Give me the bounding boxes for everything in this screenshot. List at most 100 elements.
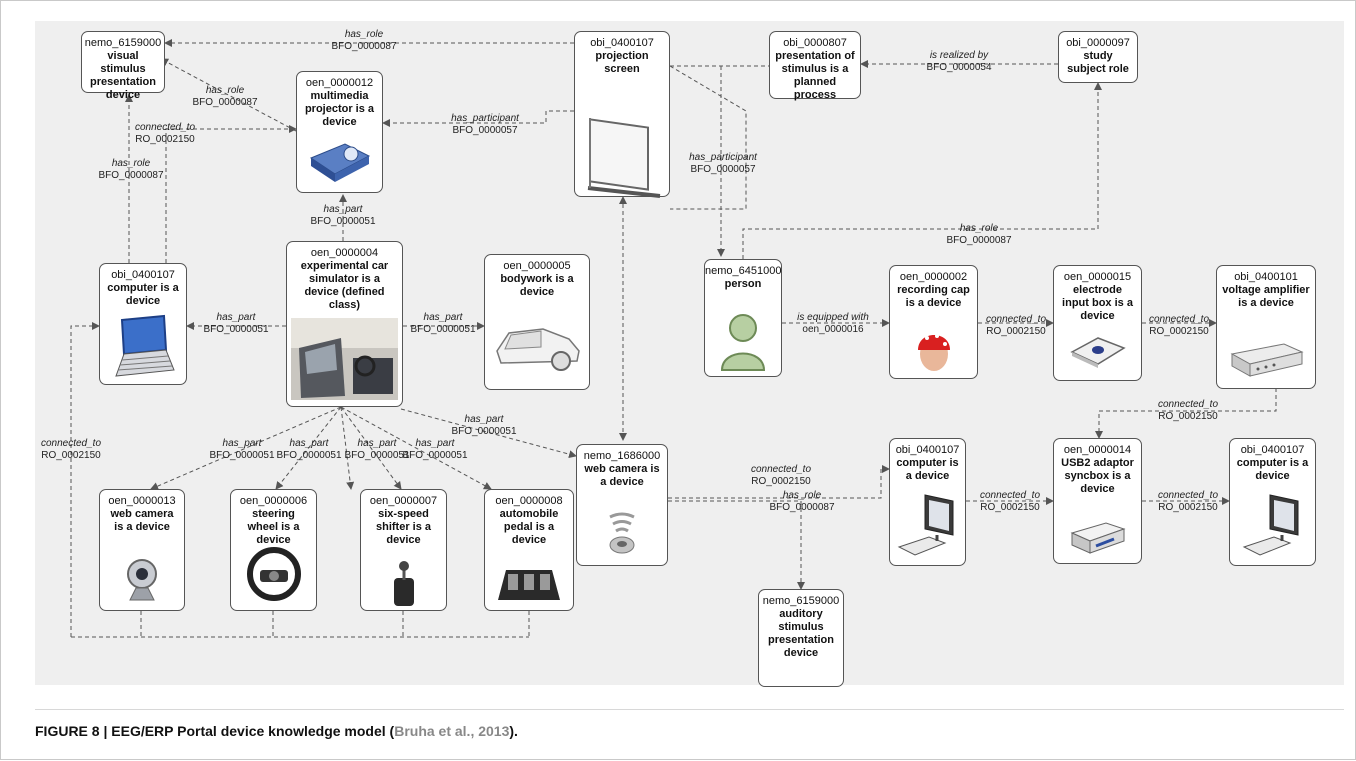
edge-relation-id: BFO_0000051: [344, 450, 410, 461]
edge-projector-visual: [160, 58, 297, 132]
node-id: oen_0000014: [1063, 444, 1132, 456]
node-study-subject[interactable]: obi_0000097 study subject role: [1058, 31, 1138, 83]
edge-relation-id: BFO_0000051: [310, 216, 376, 227]
edge-relation-id: BFO_0000054: [926, 62, 992, 73]
node-label: six-speed shifter is a device: [375, 508, 432, 546]
syncbox-icon: [1070, 522, 1126, 554]
node-computer-mid[interactable]: obi_0400107 computer is a device: [889, 438, 966, 566]
node-id: obi_0400107: [1240, 444, 1305, 456]
node-label: experimental car simulator is a device (…: [300, 260, 389, 311]
node-label: bodywork is a device: [500, 273, 574, 298]
node-label: person: [724, 278, 762, 290]
node-web-camera-left[interactable]: oen_0000013 web camera is a device: [99, 489, 185, 611]
node-shifter[interactable]: oen_0000007 six-speed shifter is a devic…: [360, 489, 447, 611]
edge-relation-id: RO_0002150: [986, 326, 1046, 337]
edge-relation-id: RO_0002150: [1158, 502, 1218, 513]
node-voltage-amp[interactable]: obi_0400101 voltage amplifier is a devic…: [1216, 265, 1316, 389]
pedals-icon: [498, 570, 560, 600]
edge-relation-id: BFO_0000057: [690, 164, 756, 175]
speaker-waves-icon: [609, 512, 635, 554]
node-usb-syncbox[interactable]: oen_0000014 USB2 adaptor syncbox is a de…: [1053, 438, 1142, 564]
node-electrode-box[interactable]: oen_0000015 electrode input box is a dev…: [1053, 265, 1142, 381]
edge-relation-id: BFO_0000087: [331, 41, 397, 52]
caption-citation-link[interactable]: Bruha et al., 2013: [394, 723, 510, 739]
node-label: USB2 adaptor syncbox is a device: [1061, 457, 1134, 495]
node-label: automobile pedal is a device: [499, 508, 559, 546]
edge-webcam-auditory: [668, 500, 805, 590]
node-steering-wheel[interactable]: oen_0000006 steering wheel is a device: [230, 489, 317, 611]
node-id: oen_0000006: [239, 495, 308, 507]
desktop-computer-icon: [897, 494, 953, 556]
node-projection-screen[interactable]: obi_0400107 projection screen: [574, 31, 670, 198]
edge-relation-id: BFO_0000087: [192, 97, 258, 108]
edge-computer-projector: [165, 125, 297, 263]
node-label: computer is a device: [1236, 457, 1309, 482]
node-id: oen_0000004: [310, 247, 379, 259]
node-bodywork[interactable]: oen_0000005 bodywork is a device: [484, 254, 590, 390]
desktop-computer-icon: [1242, 494, 1298, 556]
node-pedal[interactable]: oen_0000008 automobile pedal is a device: [484, 489, 574, 611]
node-projector[interactable]: oen_0000012 multimedia projector is a de…: [296, 71, 383, 193]
node-id: obi_0400107: [111, 269, 175, 281]
node-id: obi_0400107: [895, 444, 960, 456]
node-visual-stimulus[interactable]: nemo_6159000 visual stimulus presentatio…: [81, 31, 165, 101]
node-label: steering wheel is a device: [247, 508, 300, 546]
edge-relation: connected_to: [985, 314, 1047, 325]
edge-relation: has_part: [464, 414, 504, 425]
edge-relation: has_participant: [451, 113, 519, 124]
edge-relation: has_role: [344, 29, 384, 40]
edge-relation: connected_to: [134, 122, 196, 133]
node-label: presentation of stimulus is a planned pr…: [775, 50, 855, 101]
node-computer-left[interactable]: obi_0400107 computer is a device: [99, 263, 187, 385]
edge-relation: has_part: [415, 438, 455, 449]
edge-relation: has_role: [111, 158, 151, 169]
edge-relation-id: RO_0002150: [1149, 326, 1209, 337]
node-id: nemo_1686000: [583, 450, 661, 462]
edge-relation-id: RO_0002150: [41, 450, 101, 461]
edge-relation: is realized by: [929, 50, 989, 61]
node-id: nemo_6159000: [762, 595, 840, 607]
node-auditory-stimulus[interactable]: nemo_6159000 auditory stimulus presentat…: [758, 589, 844, 687]
edge-relation-id: BFO_0000087: [946, 235, 1012, 246]
node-id: obi_0000097: [1066, 37, 1130, 49]
node-web-camera-mid[interactable]: nemo_1686000 web camera is a device: [576, 444, 668, 566]
node-car-simulator[interactable]: oen_0000004 experimental car simulator i…: [286, 241, 403, 407]
webcam-icon: [127, 559, 157, 601]
node-id: oen_0000013: [108, 495, 176, 507]
edge-relation: connected_to: [1148, 314, 1210, 325]
node-person[interactable]: nemo_6451000 person: [704, 259, 782, 377]
node-label: study subject role: [1067, 50, 1129, 75]
node-label: multimedia projector is a device: [304, 90, 375, 128]
figure-caption: FIGURE 8 | EEG/ERP Portal device knowled…: [35, 723, 518, 739]
edge-relation: is equipped with: [797, 312, 869, 323]
edge-relation: has_part: [222, 438, 262, 449]
node-label: web camera is a device: [110, 508, 174, 533]
node-id: oen_0000007: [369, 495, 438, 507]
edge-relation-id: BFO_0000057: [452, 125, 518, 136]
node-presentation-stimulus[interactable]: obi_0000807 presentation of stimulus is …: [769, 31, 861, 101]
node-recording-cap[interactable]: oen_0000002 recording cap is a device: [889, 265, 978, 379]
node-computer-right[interactable]: obi_0400107 computer is a device: [1229, 438, 1316, 566]
node-label: projection screen: [595, 50, 649, 75]
node-id: obi_0400107: [590, 37, 654, 49]
edge-screen-person: [669, 65, 747, 210]
caption-tail: ).: [509, 723, 518, 739]
node-id: nemo_6451000: [705, 265, 782, 277]
edge-relation: has_part: [289, 438, 329, 449]
electrode-box-icon: [1069, 337, 1126, 368]
node-id: oen_0000005: [503, 260, 571, 272]
edge-relation: connected_to: [1157, 490, 1219, 501]
